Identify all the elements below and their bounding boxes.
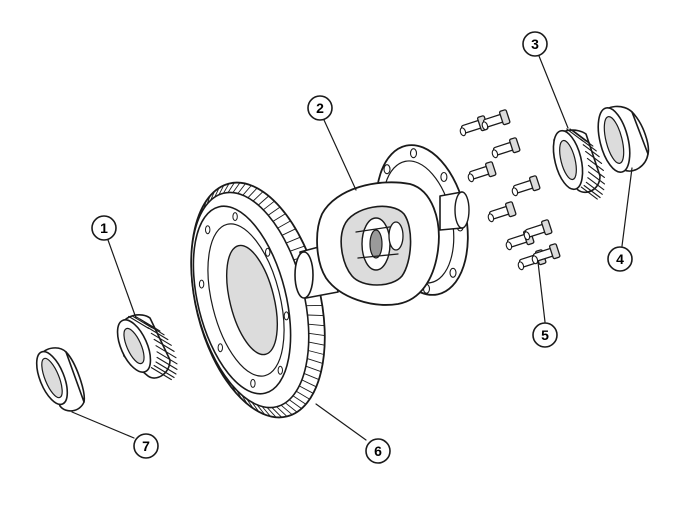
bolt: [523, 219, 552, 240]
flange-hole: [441, 173, 447, 182]
bolt: [511, 175, 540, 196]
bolt-hole: [233, 213, 237, 221]
part-7-bearing-race-left: [30, 348, 84, 411]
callout-4-label: 4: [616, 251, 624, 267]
bolt-hole: [218, 344, 222, 352]
callout-1-label: 1: [100, 220, 108, 236]
bolt: [487, 201, 516, 222]
part-6-ring-gear: [169, 169, 347, 432]
callout-5-label: 5: [541, 327, 549, 343]
bolt-hole: [284, 312, 288, 320]
bolt-hole: [266, 248, 270, 256]
callout-1: 1: [92, 216, 116, 240]
part-5-bolts: [459, 109, 560, 270]
callout-2: 2: [308, 96, 332, 120]
callout-2-label: 2: [316, 100, 324, 116]
bolt-hole: [199, 280, 203, 288]
part-1-roller-bearing-left: [111, 315, 177, 380]
bolt-hole: [251, 379, 255, 387]
flange-hole: [384, 165, 390, 174]
flange-hole: [411, 149, 417, 158]
gear-tooth: [308, 315, 324, 316]
callout-7: 7: [134, 434, 158, 458]
bolt: [467, 161, 496, 182]
part-3-roller-bearing-right: [548, 128, 604, 199]
callout-3: 3: [523, 32, 547, 56]
flange-hole: [450, 268, 456, 277]
bolt-hole: [278, 366, 282, 374]
callout-4: 4: [608, 247, 632, 271]
callout-5: 5: [533, 323, 557, 347]
bolt: [491, 137, 520, 158]
callout-6-label: 6: [374, 443, 382, 459]
callout-7-label: 7: [142, 438, 150, 454]
bolt-hole: [206, 226, 210, 234]
callout-3-label: 3: [531, 36, 539, 52]
callout-6: 6: [366, 439, 390, 463]
part-4-bearing-race-right: [592, 105, 648, 176]
bolt: [481, 109, 510, 130]
part-2-differential-case: [295, 137, 481, 305]
